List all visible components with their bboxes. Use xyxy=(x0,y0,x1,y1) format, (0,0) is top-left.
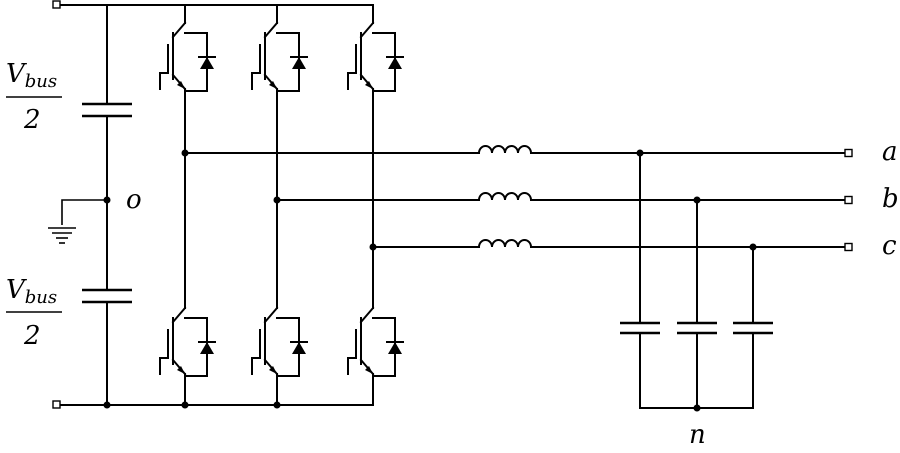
switch-upper-c xyxy=(347,4,404,106)
lower-switches xyxy=(159,289,404,391)
dc-positive-terminal xyxy=(52,0,61,9)
switch-lower-a xyxy=(159,289,216,391)
switch-lower-b xyxy=(251,289,308,391)
phase-lines xyxy=(184,145,853,252)
dc-link-capacitors xyxy=(82,4,132,409)
midpoint-label: o xyxy=(126,185,142,215)
inductor-c-icon xyxy=(477,239,533,249)
neutral-label: n xyxy=(689,420,706,450)
svg-text:Vbus: Vbus xyxy=(6,275,57,308)
svg-text:2: 2 xyxy=(23,321,41,351)
dc-negative-terminal xyxy=(52,400,61,409)
vbus-bottom-label: Vbus 2 xyxy=(6,275,62,351)
ground-icon xyxy=(48,199,107,244)
phase-c-label: c xyxy=(882,231,897,261)
upper-switches xyxy=(159,4,404,106)
vbus-top-label: Vbus 2 xyxy=(6,59,62,135)
inductor-b-icon xyxy=(477,192,533,202)
dc-bus xyxy=(52,0,374,409)
switch-upper-a xyxy=(159,4,216,106)
svg-text:Vbus: Vbus xyxy=(6,59,57,92)
neutral-node xyxy=(693,404,701,412)
terminal-a xyxy=(844,148,853,158)
svg-text:2: 2 xyxy=(23,105,41,135)
terminal-b xyxy=(844,195,853,205)
switch-lower-c xyxy=(347,289,404,391)
phase-a-label: a xyxy=(882,137,898,167)
terminal-c xyxy=(844,242,853,252)
phase-b-label: b xyxy=(882,184,899,214)
inductor-a-icon xyxy=(477,145,533,155)
switch-upper-b xyxy=(251,4,308,106)
filter-capacitors xyxy=(620,149,773,412)
inverter-legs xyxy=(181,104,377,409)
